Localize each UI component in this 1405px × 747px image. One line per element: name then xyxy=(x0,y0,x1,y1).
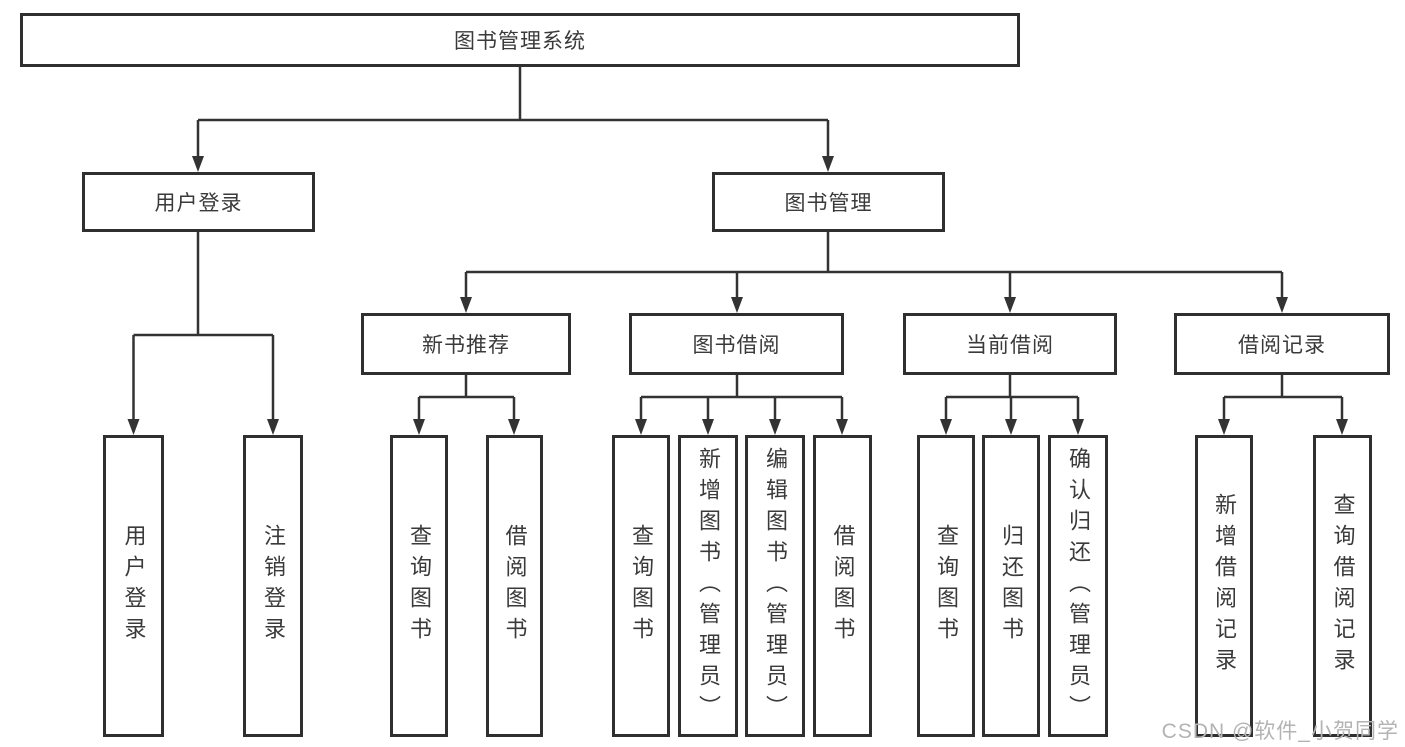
arrowhead xyxy=(460,297,472,313)
arrowhead xyxy=(702,419,714,435)
node-user-login: 用户登录 xyxy=(82,172,315,232)
node-book-management: 图书管理 xyxy=(712,172,945,232)
leaf-borrow-books-2-label: 借阅图书 xyxy=(830,524,856,648)
arrowhead xyxy=(940,419,952,435)
node-book-borrowing-label: 图书借阅 xyxy=(692,334,781,357)
arrowhead xyxy=(1004,297,1016,313)
leaf-edit-books-admin: 编辑图书（管理员） xyxy=(745,435,805,737)
arrowhead xyxy=(731,297,743,313)
leaf-confirm-return-admin: 确认归还（管理员） xyxy=(1048,435,1108,737)
connector-book-mgmt-children xyxy=(464,232,1284,301)
leaf-borrow-books-2: 借阅图书 xyxy=(813,435,872,737)
leaf-query-books-1: 查询图书 xyxy=(390,435,448,737)
arrowhead xyxy=(267,419,279,435)
arrowhead xyxy=(413,419,425,435)
leaf-logout-label: 注销登录 xyxy=(261,524,286,648)
leaf-query-books-1-label: 查询图书 xyxy=(407,524,432,648)
leaf-user-login: 用户登录 xyxy=(103,435,164,737)
node-current-borrowing: 当前借阅 xyxy=(903,313,1117,375)
leaf-return-books: 归还图书 xyxy=(982,435,1040,737)
connector-root-to-level2 xyxy=(196,66,830,160)
leaf-user-login-label: 用户登录 xyxy=(121,524,147,648)
arrowhead xyxy=(836,419,848,435)
connector-borrow-records-children xyxy=(1222,375,1344,423)
arrowhead xyxy=(769,419,781,435)
node-new-book-recommend-label: 新书推荐 xyxy=(422,334,510,357)
arrowhead xyxy=(508,419,520,435)
leaf-add-books-admin-label: 新增图书（管理员） xyxy=(696,446,721,726)
watermark: CSDN @软件_小贺同学 xyxy=(1161,720,1399,743)
arrowhead xyxy=(1276,297,1288,313)
node-new-book-recommend: 新书推荐 xyxy=(361,313,571,375)
node-user-login-label: 用户登录 xyxy=(154,192,243,215)
leaf-query-books-2: 查询图书 xyxy=(612,435,670,737)
node-borrowing-records: 借阅记录 xyxy=(1174,313,1390,375)
arrowhead xyxy=(1072,419,1084,435)
leaf-logout: 注销登录 xyxy=(243,435,303,737)
node-library-system-label: 图书管理系统 xyxy=(454,30,586,53)
node-current-borrowing-label: 当前借阅 xyxy=(966,334,1054,357)
leaf-query-books-3-label: 查询图书 xyxy=(934,524,959,648)
leaf-edit-books-admin-label: 编辑图书（管理员） xyxy=(763,446,788,726)
leaf-add-borrow-record: 新增借阅记录 xyxy=(1195,435,1253,737)
leaf-return-books-label: 归还图书 xyxy=(999,524,1024,648)
node-borrowing-records-label: 借阅记录 xyxy=(1238,334,1326,357)
connector-book-borrow-children xyxy=(639,375,844,423)
leaf-query-borrow-record-label: 查询借阅记录 xyxy=(1330,493,1356,679)
arrowhead xyxy=(1218,419,1230,435)
leaf-query-borrow-record: 查询借阅记录 xyxy=(1313,435,1372,737)
connector-new-book-rec-children xyxy=(417,375,516,423)
arrowhead xyxy=(822,156,834,172)
arrowhead xyxy=(635,419,647,435)
arrowhead xyxy=(192,156,204,172)
leaf-borrow-books-1-label: 借阅图书 xyxy=(502,524,528,648)
node-book-borrowing: 图书借阅 xyxy=(629,313,844,375)
leaf-add-borrow-record-label: 新增借阅记录 xyxy=(1212,493,1237,679)
arrowhead xyxy=(1336,419,1348,435)
leaf-query-books-2-label: 查询图书 xyxy=(629,524,654,648)
leaf-query-books-3: 查询图书 xyxy=(917,435,975,737)
leaf-borrow-books-1: 借阅图书 xyxy=(486,435,543,737)
node-library-system: 图书管理系统 xyxy=(20,13,1020,67)
connector-current-borrow-children xyxy=(944,375,1080,423)
arrowhead xyxy=(1005,419,1017,435)
leaf-add-books-admin: 新增图书（管理员） xyxy=(678,435,738,737)
node-book-management-label: 图书管理 xyxy=(784,192,873,215)
connector-user-login-children xyxy=(132,232,275,423)
arrowhead xyxy=(127,419,140,435)
leaf-confirm-return-admin-label: 确认归还（管理员） xyxy=(1066,446,1091,726)
